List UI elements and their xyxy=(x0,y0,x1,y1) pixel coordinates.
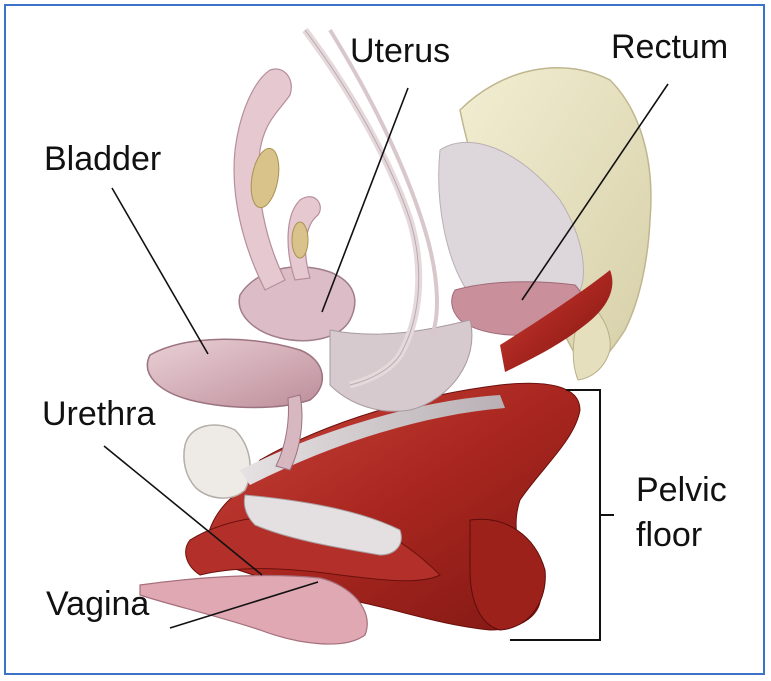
label-bladder: Bladder xyxy=(44,140,161,179)
label-pelvic-floor: Pelvic floor xyxy=(636,468,727,558)
label-pelvic-floor-line1: Pelvic xyxy=(636,468,727,513)
label-vagina: Vagina xyxy=(46,585,149,624)
label-rectum: Rectum xyxy=(611,28,728,67)
label-pelvic-floor-line2: floor xyxy=(636,513,727,558)
pubic-bone xyxy=(184,425,250,498)
vagina-organ xyxy=(140,576,367,645)
leader-line-bladder xyxy=(112,188,208,354)
ovary-right xyxy=(292,222,308,258)
label-urethra: Urethra xyxy=(42,395,155,434)
label-uterus: Uterus xyxy=(350,32,450,71)
